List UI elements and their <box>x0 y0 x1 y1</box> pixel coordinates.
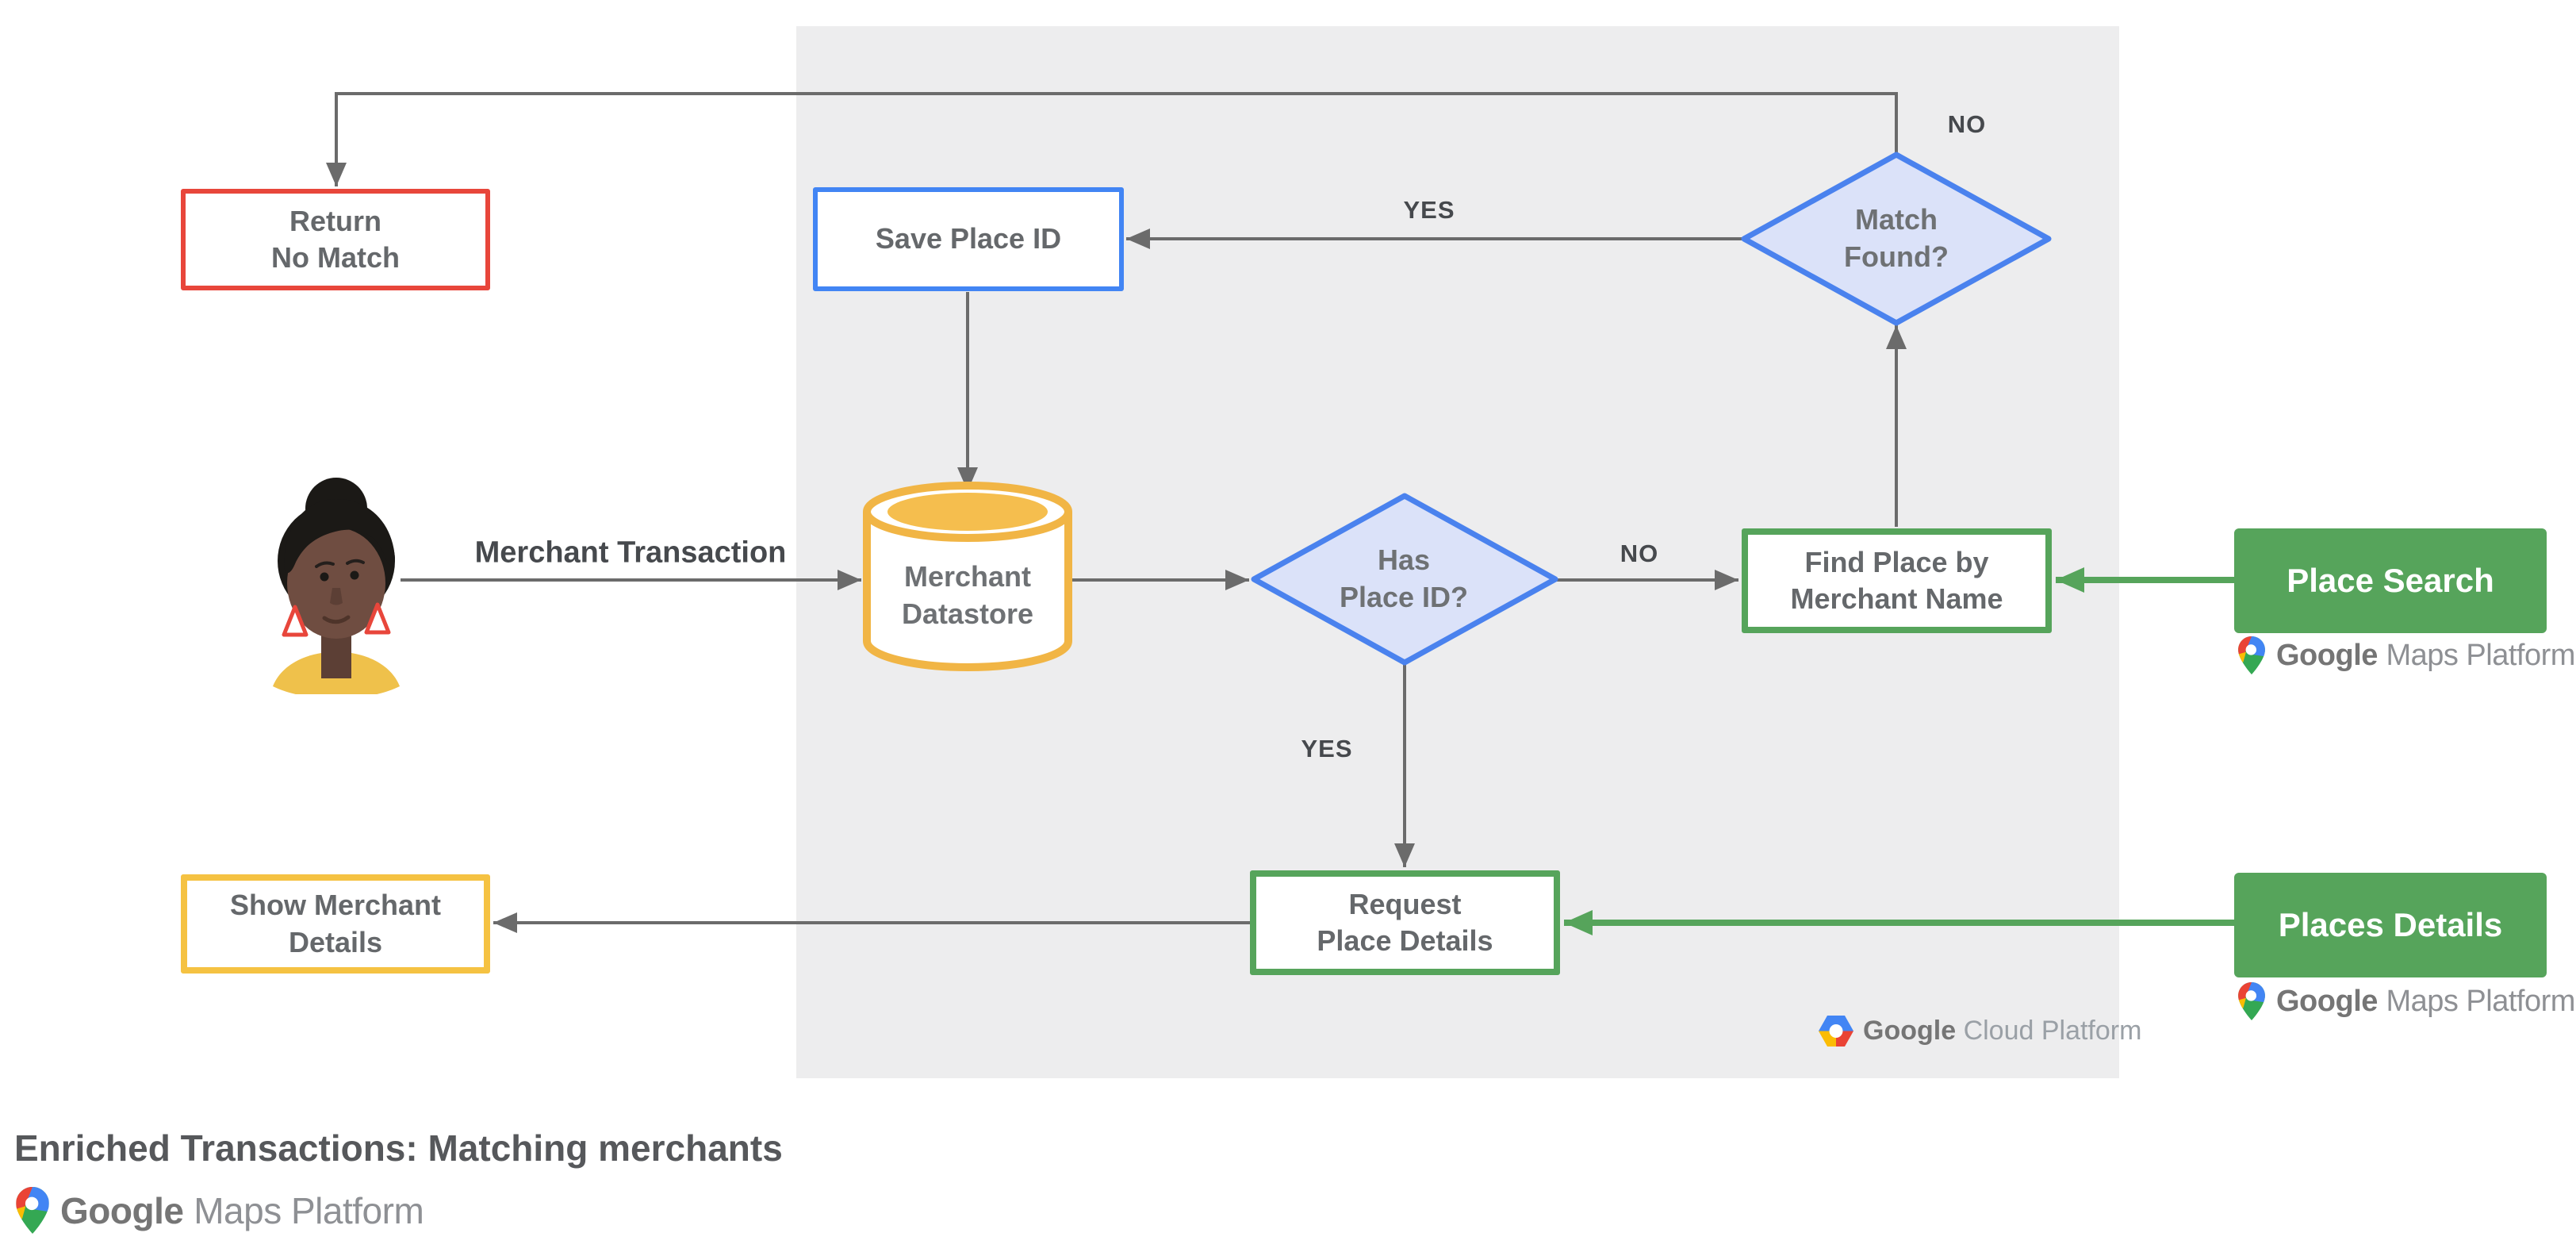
google-maps-pin-icon <box>2238 636 2265 674</box>
has-place-id-no-label: NO <box>1620 540 1659 567</box>
person-avatar <box>273 478 400 694</box>
google-maps-pin-icon <box>16 1187 49 1234</box>
gray-connectors <box>326 92 1907 933</box>
has-place-id-diamond <box>1251 493 1558 666</box>
logo-product-text: Cloud Platform <box>1963 1016 2142 1046</box>
merchant-transaction-label: Merchant Transaction <box>474 536 787 570</box>
green-connectors <box>1564 567 2234 935</box>
logo-google-text: Google <box>1863 1016 1957 1046</box>
logo-google-text: Google <box>2276 638 2378 672</box>
node-find-place-by-merchant-name: Find Place by Merchant Name <box>1742 528 2052 633</box>
diagram-title: Enriched Transactions: Matching merchant… <box>14 1127 783 1169</box>
logo-google-text: Google <box>2276 984 2378 1018</box>
node-request-place-details: Request Place Details <box>1250 870 1560 975</box>
google-cloud-hexagon-icon <box>1819 1016 1853 1047</box>
logo-product-text: Maps Platform <box>2386 984 2575 1018</box>
maps-platform-logo: Google Maps Platform <box>2238 982 2575 1020</box>
google-maps-pin-icon <box>2238 982 2265 1020</box>
has-place-id-yes-label: YES <box>1301 735 1353 762</box>
cloud-platform-logo: Google Cloud Platform <box>1819 1016 2141 1047</box>
logo-google-text: Google <box>60 1189 184 1231</box>
node-show-merchant-details: Show Merchant Details <box>181 874 490 974</box>
merchant-datastore-shape <box>863 482 1072 671</box>
place-search-card: Place Search <box>2234 528 2547 633</box>
edge-match-found-no <box>326 92 1898 186</box>
node-save-place-id: Save Place ID <box>813 187 1124 291</box>
match-found-diamond <box>1741 152 2052 326</box>
maps-platform-logo: Google Maps Platform <box>2238 636 2575 674</box>
node-return-no-match: Return No Match <box>181 189 490 290</box>
match-found-yes-label: YES <box>1403 196 1455 224</box>
match-found-no-label: NO <box>1947 110 1987 138</box>
logo-product-text: Maps Platform <box>2386 638 2575 672</box>
logo-product-text: Maps Platform <box>194 1189 424 1231</box>
maps-platform-logo-footer: Google Maps Platform <box>16 1187 424 1234</box>
places-details-card: Places Details <box>2234 873 2547 977</box>
